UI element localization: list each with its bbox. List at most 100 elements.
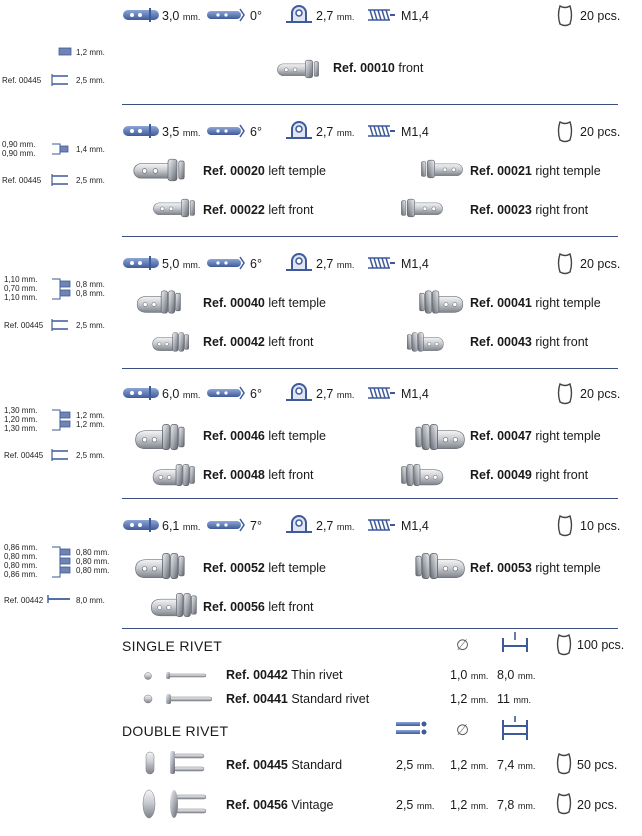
item-00021: Ref. 00021 right temple xyxy=(470,164,601,178)
spec-screw: M1,4 xyxy=(401,125,429,139)
double-rivet-diam-1: 1,2 mm. xyxy=(450,798,489,812)
item-00052: Ref. 00052 left temple xyxy=(203,561,327,575)
item-00056: Ref. 00056 left front xyxy=(203,600,314,614)
spec-angle: 6° xyxy=(250,125,262,139)
plate-thickness-icon xyxy=(52,278,71,300)
item-00022: Ref. 00022 left front xyxy=(203,203,314,217)
plate-thickness-icon xyxy=(52,143,69,155)
hinge-angle-icon xyxy=(207,124,245,138)
hinge-angle-icon xyxy=(207,386,245,400)
single-rivet-title: SINGLE RIVET xyxy=(122,638,223,654)
hinge-image-00041 xyxy=(418,286,466,318)
spec-row-1: 3,5 mm. 6° 2,7 mm. M1,4 20 pcs. xyxy=(122,118,622,144)
spec-width: 5,0 mm. xyxy=(162,257,201,271)
side-note-2: 1,10 mm. 0,70 mm. 1,10 mm. 0,8 mm. 0,8 m… xyxy=(4,275,105,302)
single-rivet-pcs: 100 pcs. xyxy=(577,638,625,652)
hinge-image-00010 xyxy=(276,58,320,80)
spec-screw: M1,4 xyxy=(401,387,429,401)
hinge-image-00053 xyxy=(414,548,468,584)
thin-rivet-image xyxy=(144,672,207,680)
double-rivet-standard-image xyxy=(145,751,205,775)
single-rivet-len-1: 11 mm. xyxy=(497,692,531,706)
spec-screw: M1,4 xyxy=(401,257,429,271)
side-ref-1: Ref. 00445 2,5 mm. xyxy=(2,174,105,186)
bag-icon xyxy=(557,514,573,537)
hinge-image-00022 xyxy=(152,197,196,219)
spec-screw: M1,4 xyxy=(401,519,429,533)
hinge-width-icon xyxy=(123,8,159,22)
diameter-icon: ∅ xyxy=(456,637,470,654)
bag-icon xyxy=(557,382,573,405)
screw-icon xyxy=(368,125,395,137)
single-rivet-row-0: Ref. 00442 Thin rivet xyxy=(226,668,343,682)
hinge-image-00021 xyxy=(420,156,464,182)
item-00042: Ref. 00042 left front xyxy=(203,335,314,349)
item-00049: Ref. 00049 right front xyxy=(470,468,589,482)
standard-rivet-image xyxy=(143,694,213,704)
bag-icon xyxy=(556,633,572,656)
hinge-image-00052 xyxy=(132,548,186,584)
side-note-1: 0,90 mm. 0,90 mm. 1,4 mm. xyxy=(2,140,105,158)
double-rivet-len-1: 7,8 mm. xyxy=(497,798,536,812)
double-rivet-row-0: Ref. 00445 Standard xyxy=(226,758,343,772)
item-00023: Ref. 00023 right front xyxy=(470,203,589,217)
hole-icon xyxy=(286,383,312,401)
item-00010: Ref. 00010 front xyxy=(333,61,424,75)
double-rivet-icon xyxy=(51,449,68,461)
double-rivet-pcs-0: 50 pcs. xyxy=(577,758,618,772)
spec-row-4: 6,1 mm. 7° 2,7 mm. M1,4 10 pcs. xyxy=(122,512,622,538)
section-divider xyxy=(122,368,618,369)
rivet-span-icon xyxy=(396,721,427,735)
spec-hole: 2,7 mm. xyxy=(316,9,355,23)
section-divider xyxy=(122,628,618,629)
hinge-width-icon xyxy=(123,124,159,138)
hinge-width-icon xyxy=(123,256,159,270)
hole-icon xyxy=(286,253,312,271)
double-rivet-title: DOUBLE RIVET xyxy=(122,723,229,739)
item-00046: Ref. 00046 left temple xyxy=(203,429,327,443)
double-rivet-span-0: 2,5 mm. xyxy=(396,758,435,772)
hinge-image-00049 xyxy=(400,460,446,490)
screw-icon xyxy=(368,257,395,269)
hinge-image-00047 xyxy=(414,420,468,454)
hinge-width-icon xyxy=(123,518,159,532)
length-icon xyxy=(502,716,528,740)
hinge-width-icon xyxy=(123,386,159,400)
screw-icon xyxy=(368,9,395,21)
hinge-image-00020 xyxy=(132,158,186,182)
spec-pcs: 20 pcs. xyxy=(580,9,621,23)
spec-angle: 0° xyxy=(250,9,262,23)
spec-angle: 7° xyxy=(250,519,262,533)
spec-width: 6,1 mm. xyxy=(162,519,201,533)
double-rivet-diam-0: 1,2 mm. xyxy=(450,758,489,772)
hinge-angle-icon xyxy=(207,518,245,532)
spec-width: 3,5 mm. xyxy=(162,125,201,139)
double-rivet-pcs-1: 20 pcs. xyxy=(577,798,618,812)
bag-icon xyxy=(557,4,573,27)
item-00048: Ref. 00048 left front xyxy=(203,468,314,482)
spec-hole: 2,7 mm. xyxy=(316,125,355,139)
side-ref-0: Ref. 00445 2,5 mm. xyxy=(2,74,105,86)
bag-icon xyxy=(556,792,572,815)
spec-row-2: 5,0 mm. 6° 2,7 mm. M1,4 20 pcs. xyxy=(122,250,622,276)
screw-icon xyxy=(368,387,395,399)
hole-icon xyxy=(286,121,312,139)
plate-thickness-icon xyxy=(52,546,71,578)
item-00020: Ref. 00020 left temple xyxy=(203,164,327,178)
double-rivet-row-1: Ref. 00456 Vintage xyxy=(226,798,334,812)
section-divider xyxy=(122,104,618,105)
spec-angle: 6° xyxy=(250,257,262,271)
hinge-image-00040 xyxy=(134,286,182,318)
double-rivet-icon xyxy=(51,174,68,186)
plate-thickness-icon xyxy=(58,47,72,56)
spec-row-3: 6,0 mm. 6° 2,7 mm. M1,4 20 pcs. xyxy=(122,380,622,406)
spec-pcs: 20 pcs. xyxy=(580,257,621,271)
side-ref-3: Ref. 00445 2,5 mm. xyxy=(4,449,105,461)
hinge-angle-icon xyxy=(207,8,245,22)
side-note-3: 1,30 mm. 1,20 mm. 1,30 mm. 1,2 mm. 1,2 m… xyxy=(4,406,105,433)
hole-icon xyxy=(286,515,312,533)
double-rivet-len-0: 7,4 mm. xyxy=(497,758,536,772)
single-rivet-diam-0: 1,0 mm. xyxy=(450,668,489,682)
spec-angle: 6° xyxy=(250,387,262,401)
section-divider xyxy=(122,236,618,237)
